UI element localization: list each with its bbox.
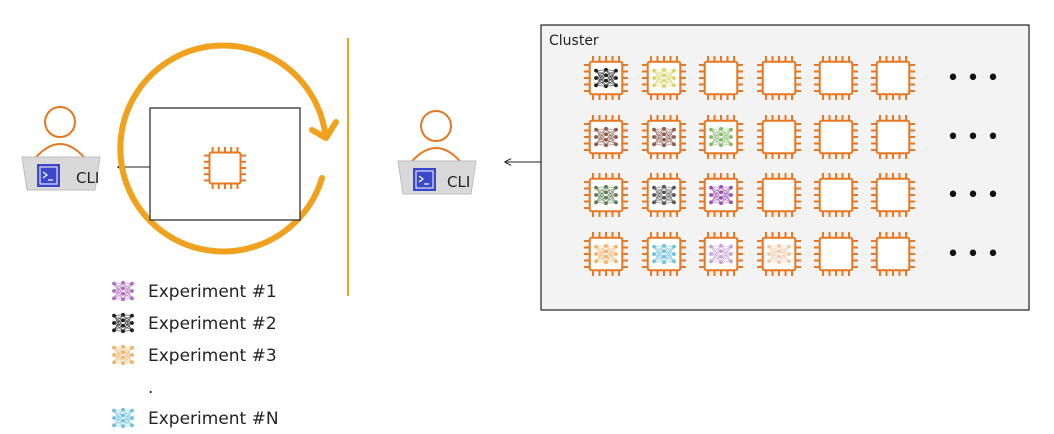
cluster-instance-chip <box>642 115 686 159</box>
legend-label: . <box>148 378 153 398</box>
cluster-instance-chip <box>584 173 628 217</box>
cluster-instance-chip <box>871 173 915 217</box>
processor-chip-icon <box>204 147 246 189</box>
terminal-icon <box>413 168 436 191</box>
neural-network-icon <box>112 312 134 334</box>
cluster-instance-chip <box>584 115 628 159</box>
legend-label: Experiment #2 <box>148 314 277 334</box>
cluster-instance-chip <box>584 56 628 100</box>
cluster-instance-chip <box>814 173 858 217</box>
cluster-instance-chip <box>699 173 743 217</box>
neural-network-icon <box>594 243 618 265</box>
neural-network-icon <box>652 243 676 265</box>
experiment-legend: Experiment #1 Experiment #2 Experiment #3.… <box>112 280 279 429</box>
right-cli-label: CLI <box>447 173 470 191</box>
cluster-instance-chip <box>871 56 915 100</box>
more-instances-dots: • • • <box>947 183 1000 208</box>
left-cli-label: CLI <box>76 169 99 187</box>
cluster-instance-chip <box>699 56 743 100</box>
cluster-instance-chip <box>642 56 686 100</box>
cluster-instance-chip <box>871 115 915 159</box>
cluster-instance-chip <box>757 115 801 159</box>
user-icon <box>420 110 452 142</box>
neural-network-icon <box>594 126 618 148</box>
cluster-instance-chip <box>871 232 915 276</box>
neural-network-icon <box>709 184 733 206</box>
cluster-instance-chip <box>757 56 801 100</box>
neural-network-icon <box>652 184 676 206</box>
cluster-instance-chip <box>699 232 743 276</box>
cluster-title: Cluster <box>549 33 599 49</box>
neural-network-icon <box>652 67 676 89</box>
legend-label: Experiment #3 <box>148 346 277 366</box>
neural-network-icon <box>594 184 618 206</box>
terminal-icon <box>37 164 60 187</box>
neural-network-icon <box>594 67 618 89</box>
more-instances-dots: • • • <box>947 125 1000 150</box>
processor-chip-icon <box>204 147 246 189</box>
cluster-instance-chip <box>757 232 801 276</box>
more-instances-dots: • • • <box>947 66 1000 91</box>
legend-label: Experiment #1 <box>148 282 277 302</box>
neural-network-icon <box>112 344 134 366</box>
neural-network-icon <box>767 243 791 265</box>
neural-network-icon <box>652 126 676 148</box>
neural-network-icon <box>709 126 733 148</box>
neural-network-icon <box>709 243 733 265</box>
cluster-instance-chip <box>757 173 801 217</box>
cluster-instance-chip <box>642 173 686 217</box>
cluster-instance-chip <box>814 56 858 100</box>
more-instances-dots: • • • <box>947 242 1000 267</box>
cluster-grid: • • • • • • • • • • • • <box>584 56 999 276</box>
cluster-instance-chip <box>642 232 686 276</box>
cluster-instance-chip <box>814 115 858 159</box>
neural-network-icon <box>112 407 134 429</box>
cluster-instance-chip <box>699 115 743 159</box>
right-user-laptop <box>397 110 477 195</box>
user-icon <box>44 106 76 138</box>
iteration-loop-icon <box>117 42 339 255</box>
cluster-instance-chip <box>584 232 628 276</box>
neural-network-icon <box>112 280 134 302</box>
left-user-laptop <box>21 106 101 191</box>
cluster-instance-chip <box>814 232 858 276</box>
legend-label: Experiment #N <box>148 409 279 429</box>
